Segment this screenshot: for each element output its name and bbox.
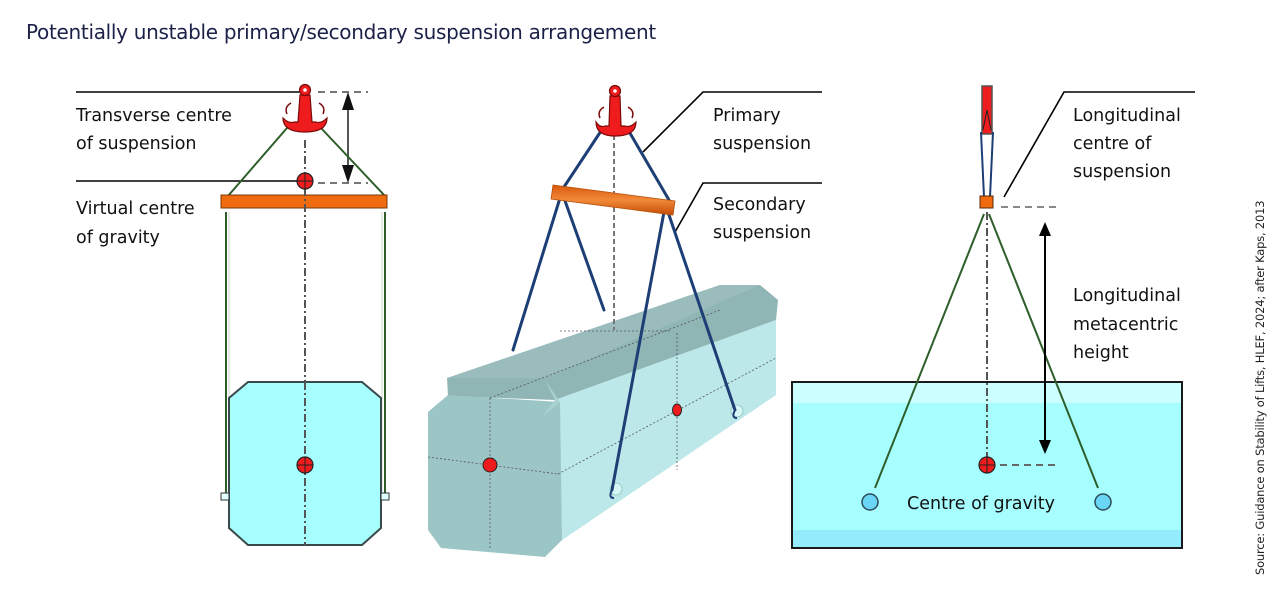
transverse-hook-icon bbox=[282, 83, 328, 133]
height-double-arrow bbox=[342, 92, 354, 183]
primary-suspension-label-line1: Primary bbox=[713, 106, 781, 126]
right-lifting-point bbox=[1094, 493, 1112, 511]
longitudinal-spreader-end bbox=[979, 195, 994, 209]
metacentric-height-label-line2: metacentric bbox=[1073, 315, 1178, 335]
metacentric-height-arrow bbox=[1039, 222, 1051, 454]
virtual-cog-label-line1: Virtual centre bbox=[76, 199, 195, 219]
transverse-suspension-label-line1: Transverse centre bbox=[75, 106, 232, 126]
perspective-panel: Primary suspension Secondary suspension bbox=[427, 84, 822, 557]
right-lug bbox=[380, 492, 390, 501]
centre-of-gravity-label: Centre of gravity bbox=[907, 494, 1055, 514]
longitudinal-suspension-label-line2: centre of bbox=[1073, 134, 1152, 154]
secondary-suspension-label-line1: Secondary bbox=[713, 195, 806, 215]
longitudinal-suspension-label-line1: Longitudinal bbox=[1073, 106, 1181, 126]
transverse-slings bbox=[225, 127, 386, 494]
longitudinal-suspension-leader bbox=[1003, 91, 1195, 198]
perspective-cog-front bbox=[482, 457, 498, 473]
secondary-suspension-leader bbox=[674, 182, 822, 233]
left-lug bbox=[220, 492, 230, 501]
longitudinal-panel: Longitudinal centre of suspension Longit… bbox=[791, 85, 1195, 549]
primary-suspension-label-line2: suspension bbox=[713, 134, 811, 154]
metacentric-height-label-line1: Longitudinal bbox=[1073, 286, 1181, 306]
longitudinal-slings bbox=[874, 213, 1099, 489]
virtual-cog-marker bbox=[296, 172, 314, 190]
transverse-suspension-label-line2: of suspension bbox=[76, 134, 197, 154]
transverse-cog-marker bbox=[296, 456, 314, 474]
left-lifting-point bbox=[861, 493, 879, 511]
diagram-title: Potentially unstable primary/secondary s… bbox=[26, 20, 656, 44]
virtual-cog-label-line2: of gravity bbox=[76, 228, 160, 248]
longitudinal-hook-icon bbox=[981, 85, 993, 135]
perspective-load bbox=[427, 285, 778, 557]
secondary-suspension-label-line2: suspension bbox=[713, 223, 811, 243]
perspective-hook-icon bbox=[595, 84, 637, 137]
perspective-slings bbox=[511, 126, 737, 492]
metacentric-height-label-line3: height bbox=[1073, 343, 1129, 363]
transverse-panel: Transverse centre of suspension Virtual … bbox=[75, 83, 390, 546]
longitudinal-suspension-label-line3: suspension bbox=[1073, 162, 1171, 182]
source-caption: Source: Guidance on Stability of Lifts, … bbox=[1253, 200, 1267, 575]
longitudinal-cog-marker bbox=[978, 456, 996, 474]
perspective-cog-side bbox=[672, 403, 682, 417]
primary-suspension-leader bbox=[642, 91, 822, 153]
perspective-spreader-bar bbox=[550, 184, 676, 216]
